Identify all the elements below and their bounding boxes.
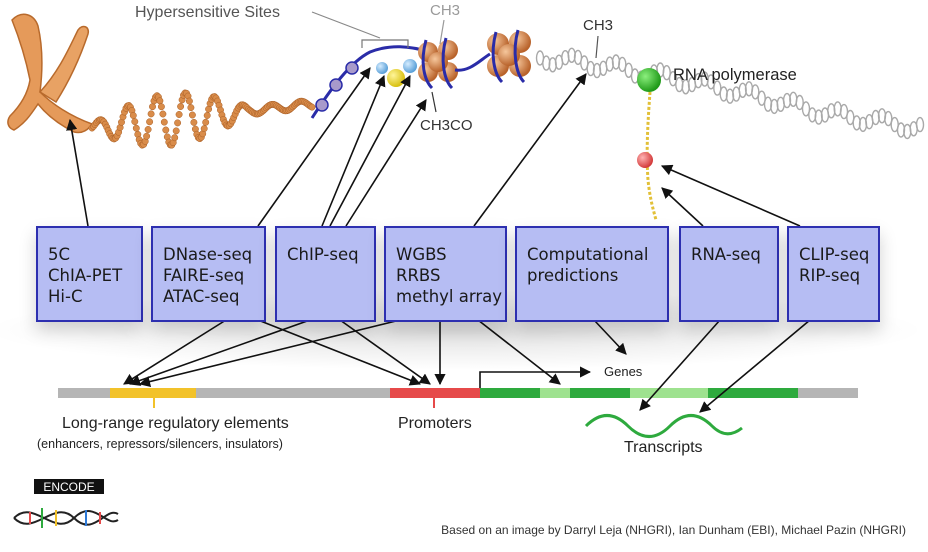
chromatin-bead	[160, 118, 168, 126]
box-line: ChIA-PET	[48, 266, 123, 285]
helix-turn	[713, 80, 722, 96]
chromatin-fiber-icon	[88, 89, 316, 149]
nucleosome-icon	[418, 37, 458, 90]
helix-turn	[662, 64, 671, 81]
box-line: predictions	[527, 266, 619, 285]
helix-turn	[801, 101, 811, 117]
rna-polymerase-icon	[637, 68, 661, 92]
downward-arrows	[123, 319, 811, 413]
box-line: RIP-seq	[799, 266, 861, 285]
small-nucleosomes-icon	[315, 61, 359, 112]
chromatin-bead	[157, 103, 165, 111]
box-clip-rip-seq: CLIP-seq RIP-seq	[787, 226, 880, 322]
chromatin-bead	[129, 112, 137, 119]
box-line: DNase-seq	[163, 245, 253, 264]
nucleosome-icon	[487, 29, 531, 84]
chromatin-bead	[202, 118, 210, 126]
long-range-label: Long-range regulatory elements	[62, 415, 289, 432]
rna-binding-protein-icon	[637, 152, 653, 168]
box-wgbs-rrbs-methyl: WGBS RRBS methyl array	[384, 226, 507, 322]
helix-turn	[706, 74, 716, 90]
chromatin-bead	[172, 127, 180, 135]
box-line: Computational	[527, 245, 649, 264]
box-line: ATAC-seq	[163, 287, 240, 306]
chromatin-bead	[143, 132, 151, 140]
rna-strand-icon	[645, 91, 658, 221]
box-line: RNA-seq	[691, 245, 761, 264]
box-line: RRBS	[396, 266, 441, 285]
chromatin-bead	[171, 134, 179, 142]
box-line: ChIP-seq	[287, 245, 359, 264]
chromatin-bead	[200, 125, 208, 133]
tf-blue-icon	[376, 62, 388, 74]
chromatin-bead	[149, 103, 156, 111]
chromosome-icon	[7, 13, 94, 134]
helix-turn	[795, 94, 804, 111]
box-line: WGBS	[396, 245, 447, 264]
helix-turn	[839, 103, 849, 120]
box-line: methyl array	[396, 287, 503, 306]
upward-arrows	[66, 67, 801, 227]
ch3co-label: CH3CO	[420, 117, 473, 134]
credit-text: Based on an image by Darryl Leja (NHGRI)…	[441, 523, 906, 537]
box-line: Hi-C	[48, 287, 83, 306]
genome-bar	[58, 388, 858, 408]
gene-start-arrow	[479, 366, 592, 388]
chromatin-bead	[144, 126, 152, 133]
dna-helix-icon	[535, 47, 925, 140]
chromatin-bead	[146, 118, 154, 126]
chromatin-bead	[177, 103, 185, 110]
hypersensitive-sites-label: Hypersensitive Sites	[135, 4, 280, 21]
helix-turn	[884, 110, 893, 127]
long-range-sublabel: (enhancers, repressors/silencers, insula…	[37, 437, 283, 451]
chromatin-bead	[156, 97, 164, 105]
transcripts-wave-icon	[584, 414, 743, 438]
chromatin-bead	[187, 104, 195, 112]
helix-turn	[915, 116, 925, 133]
genes-label: Genes	[604, 364, 643, 379]
chromatin-bead	[175, 111, 183, 118]
chromatin-bead	[190, 118, 198, 126]
helix-turn	[757, 90, 766, 106]
box-line: CLIP-seq	[799, 245, 870, 264]
box-line: FAIRE-seq	[163, 266, 245, 285]
box-chip-seq: ChIP-seq	[275, 226, 376, 322]
encode-logo-text: ENCODE	[43, 480, 94, 494]
helix-turn	[668, 70, 678, 87]
tf-blue2-icon	[403, 59, 417, 73]
transcripts-label: Transcripts	[624, 439, 703, 456]
chromatin-bead	[147, 110, 155, 118]
box-line: 5C	[48, 245, 71, 264]
rna-polymerase-label: RNA polymerase	[673, 66, 797, 84]
box-dnase-faire-atac: DNase-seq FAIRE-seq ATAC-seq	[151, 226, 266, 322]
chromatin-bead	[188, 111, 196, 119]
tf-yellow-icon	[387, 69, 405, 87]
promoters-label: Promoters	[398, 415, 472, 432]
chromatin-bead	[308, 103, 316, 111]
box-computational-predictions: Computational predictions	[515, 226, 669, 322]
helix-turn	[618, 56, 627, 73]
chromatin-bead	[131, 118, 139, 126]
chromatin-bead	[185, 97, 193, 105]
chromatin-bead	[174, 119, 182, 127]
ch3-right-label: CH3	[583, 17, 613, 34]
chromatin-bead	[132, 124, 140, 132]
encode-logo: ENCODE	[13, 479, 119, 528]
box-5c-chia-pet-hic: 5C ChIA-PET Hi-C	[36, 226, 143, 322]
chromatin-bead	[159, 110, 167, 118]
ch3-top-label: CH3	[430, 2, 460, 19]
chromatin-bead	[162, 126, 170, 134]
chromatin-bead	[203, 112, 211, 119]
box-rna-seq: RNA-seq	[679, 226, 779, 322]
helix-turn	[751, 84, 760, 100]
